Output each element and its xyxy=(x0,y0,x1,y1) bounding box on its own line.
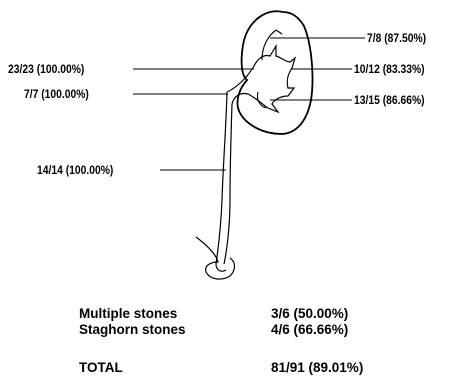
label-pelvis: 23/23 (100.00%) xyxy=(8,62,84,76)
kidney-outline xyxy=(237,11,312,134)
label-middle-calyx: 10/12 (83.33%) xyxy=(354,62,425,76)
label-lower-calyx: 13/15 (86.66%) xyxy=(354,93,425,107)
label-upper-calyx: 7/8 (87.50%) xyxy=(367,31,426,45)
summary-multiple-label: Multiple stones xyxy=(79,306,177,322)
summary-total-label: TOTAL xyxy=(79,360,123,376)
label-ureter: 14/14 (100.00%) xyxy=(37,163,113,177)
summary-staghorn-label: Staghorn stones xyxy=(79,322,186,338)
summary-multiple-value: 3/6 (50.00%) xyxy=(271,306,348,322)
bladder-outline xyxy=(196,237,235,279)
label-upj: 7/7 (100.00%) xyxy=(24,87,89,101)
summary-total-value: 81/91 (89.01%) xyxy=(271,360,363,376)
ureter-left-wall xyxy=(216,92,227,264)
summary-staghorn-value: 4/6 (66.66%) xyxy=(271,322,348,338)
